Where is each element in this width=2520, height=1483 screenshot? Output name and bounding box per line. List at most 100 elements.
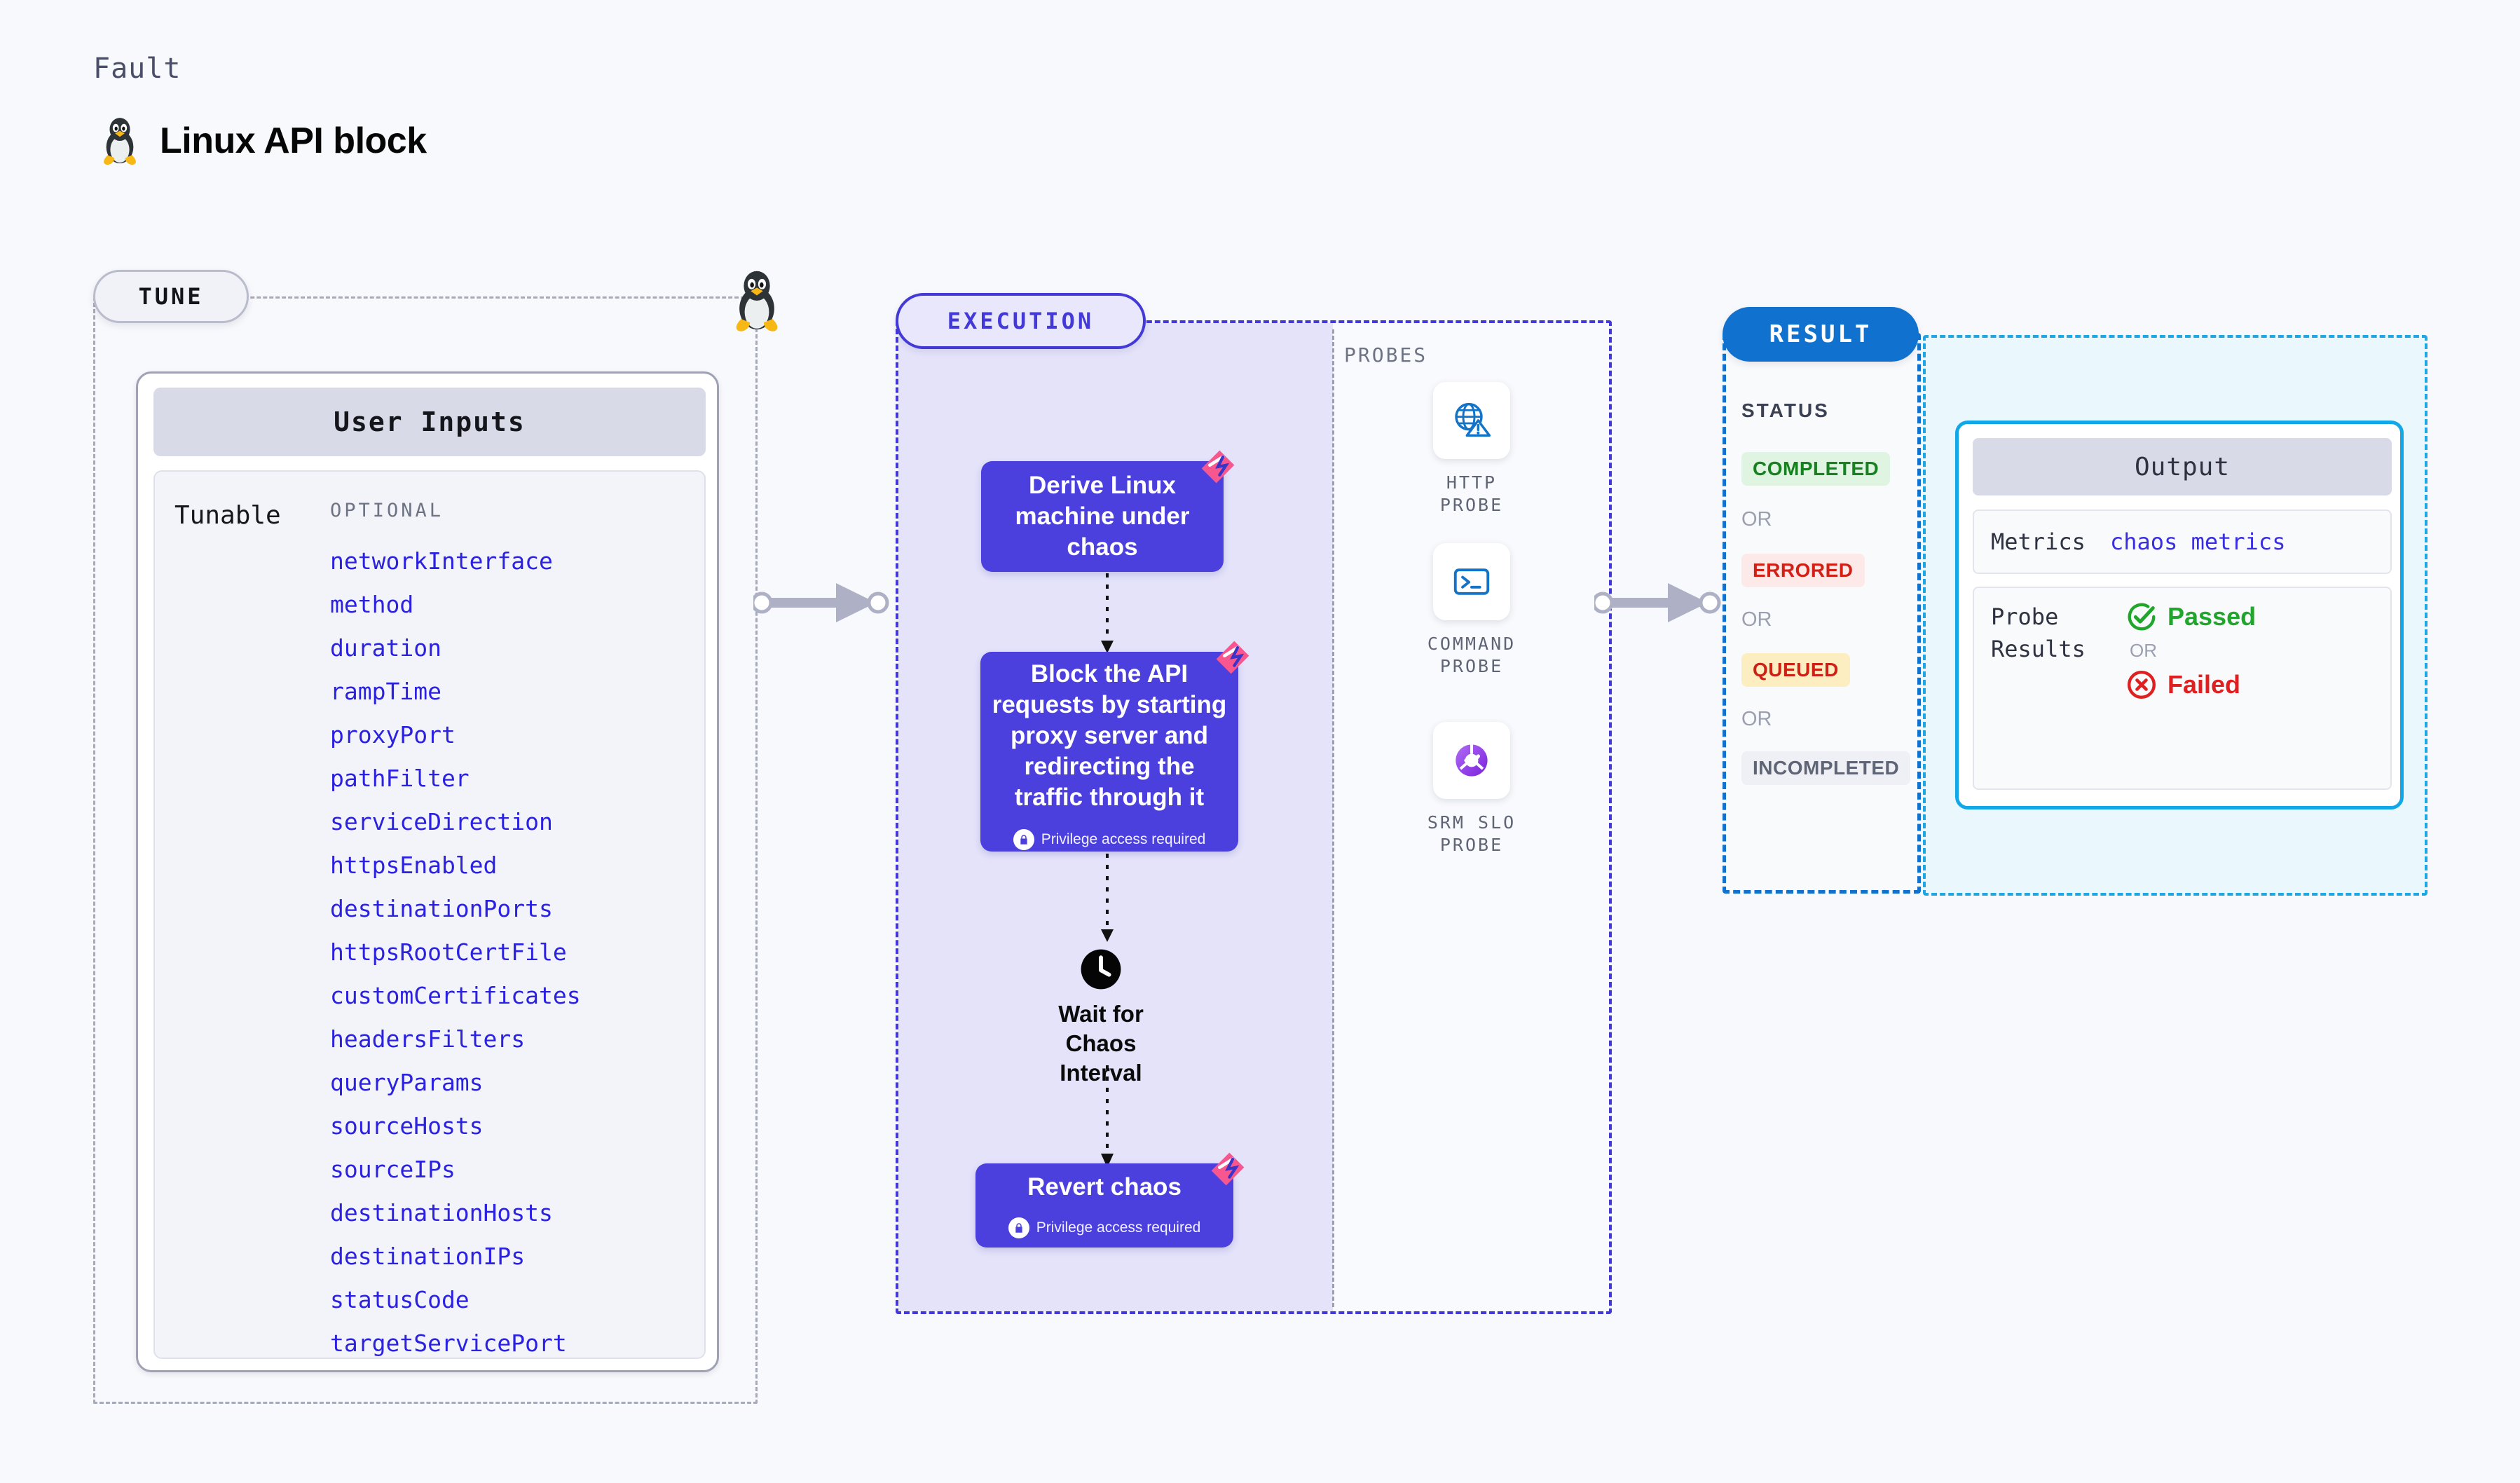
status-or-2: OR <box>1741 608 1772 631</box>
output-card: Output Metrics chaos metrics Probe Resul… <box>1955 421 2404 809</box>
tunable-param[interactable]: method <box>330 591 414 618</box>
harness-triangle-icon <box>1211 1152 1245 1186</box>
tunable-param[interactable]: destinationPorts <box>330 895 553 922</box>
connector-tune-to-execution <box>753 583 889 622</box>
tunable-param[interactable]: rampTime <box>330 678 441 705</box>
status-or-1: OR <box>1741 508 1772 531</box>
tunable-param[interactable]: statusCode <box>330 1286 470 1313</box>
probe-srm-slo[interactable]: SRM SLO PROBE <box>1412 722 1531 856</box>
tunable-param[interactable]: networkInterface <box>330 547 553 575</box>
tunable-param[interactable]: duration <box>330 634 441 662</box>
step-text: Derive Linux machine under chaos <box>1015 472 1190 561</box>
probe-tile <box>1433 543 1510 620</box>
failed-label: Failed <box>2168 670 2241 699</box>
terminal-icon <box>1453 568 1490 595</box>
check-circle-icon <box>2128 603 2156 631</box>
tunable-param[interactable]: queryParams <box>330 1069 484 1096</box>
status-label: INCOMPLETED <box>1753 757 1900 779</box>
tunable-param[interactable]: httpsRootCertFile <box>330 938 567 966</box>
result-panel-boundary <box>1723 333 1921 894</box>
tunable-param[interactable]: targetServicePort <box>330 1330 567 1357</box>
probe-label: COMMAND PROBE <box>1427 634 1516 676</box>
status-label: COMPLETED <box>1753 458 1879 479</box>
linux-penguin-icon <box>104 118 136 165</box>
execution-panel-boundary <box>896 320 1612 1314</box>
tune-stage-pill[interactable]: TUNE <box>93 270 249 323</box>
tunable-param[interactable]: pathFilter <box>330 765 470 792</box>
tunable-param[interactable]: proxyPort <box>330 721 456 749</box>
probes-section-title: PROBES <box>1344 343 1428 367</box>
lock-icon <box>1008 1217 1029 1238</box>
flow-arrow-1 <box>1101 573 1114 653</box>
passed-label: Passed <box>2168 602 2257 631</box>
flow-arrow-3 <box>1101 1065 1114 1168</box>
harness-triangle-icon <box>1216 641 1249 674</box>
probe-command[interactable]: COMMAND PROBE <box>1412 543 1531 678</box>
execution-step-block-api[interactable]: Block the API requests by starting proxy… <box>980 641 1249 852</box>
execution-step-revert-chaos[interactable]: Revert chaos Privilege access required <box>975 1152 1245 1248</box>
harness-triangle-icon <box>1201 450 1235 484</box>
privilege-text: Privilege access required <box>1041 831 1206 847</box>
user-inputs-card: User Inputs Tunable OPTIONAL networkInte… <box>136 371 719 1372</box>
status-section-title: STATUS <box>1741 399 1830 421</box>
output-card-title: Output <box>1973 438 2392 496</box>
page-title-row: Linux API block <box>98 116 427 166</box>
x-circle-icon <box>2127 670 2156 699</box>
privilege-text: Privilege access required <box>1036 1219 1201 1236</box>
page-eyebrow: Fault <box>93 53 182 85</box>
tunable-param[interactable]: httpsEnabled <box>330 852 498 879</box>
step-text: Block the API requests by starting proxy… <box>992 660 1227 811</box>
probe-results-key-line1: Probe <box>1991 603 2059 630</box>
execution-step-derive-machine[interactable]: Derive Linux machine under chaos <box>981 450 1235 572</box>
clock-icon <box>1081 949 1121 990</box>
probe-results-key-line2: Results <box>1991 636 2086 662</box>
status-badge-incompleted: INCOMPLETED <box>1741 751 1911 785</box>
lock-icon <box>1013 828 1034 850</box>
optional-params-column: OPTIONAL networkInterface method duration r… <box>330 472 704 1358</box>
metrics-value: chaos metrics <box>2110 528 2286 555</box>
connector-execution-to-result <box>1594 583 1721 622</box>
tunable-param[interactable]: customCertificates <box>330 982 581 1009</box>
output-row-probe-results: Probe Results Passed OR Fai <box>1973 587 2392 790</box>
step-text: Revert chaos <box>1027 1173 1182 1201</box>
metrics-key: Metrics <box>1991 528 2086 555</box>
user-inputs-title: User Inputs <box>153 388 706 456</box>
linux-penguin-icon <box>736 271 778 332</box>
user-inputs-body: Tunable OPTIONAL networkInterface method d… <box>153 470 706 1359</box>
execution-stage-pill[interactable]: EXECUTION <box>896 293 1146 349</box>
tune-panel-boundary <box>93 296 758 1404</box>
probe-http[interactable]: HTTP PROBE <box>1412 382 1531 517</box>
optional-group-label: OPTIONAL <box>330 500 444 521</box>
tunable-param-list: networkInterface method duration rampTime pr… <box>330 540 704 1365</box>
globe-warning-icon <box>1455 402 1491 437</box>
execution-wait-node: Wait for Chaos Interval <box>1027 948 1175 1088</box>
output-row-metrics: Metrics chaos metrics <box>1973 510 2392 574</box>
wait-node-label: Wait for Chaos Interval <box>1058 1001 1144 1086</box>
tunable-param[interactable]: serviceDirection <box>330 808 553 835</box>
tunable-param[interactable]: destinationHosts <box>330 1199 553 1226</box>
status-badge-queued: QUEUED <box>1741 653 1850 687</box>
probe-results-values: Passed OR Failed <box>2110 601 2256 776</box>
tunable-param[interactable]: sourceIPs <box>330 1156 456 1183</box>
result-stage-pill[interactable]: RESULT <box>1723 307 1919 362</box>
status-label: ERRORED <box>1753 559 1854 581</box>
tunable-param[interactable]: sourceHosts <box>330 1112 484 1140</box>
probe-results-key: Probe Results <box>1991 601 2110 776</box>
status-badge-completed: COMPLETED <box>1741 452 1891 486</box>
privilege-required-badge: Privilege access required <box>1008 1213 1201 1243</box>
probes-panel-fill <box>1333 323 1609 1311</box>
status-or-3: OR <box>1741 708 1772 730</box>
tunable-param[interactable]: destinationIPs <box>330 1243 526 1270</box>
probe-tile <box>1433 382 1510 459</box>
status-label: QUEUED <box>1753 659 1839 681</box>
tunable-row-label: Tunable <box>174 501 281 530</box>
probe-result-or: OR <box>2130 640 2157 661</box>
page-title: Linux API block <box>160 121 427 161</box>
probes-divider <box>1332 329 1334 1307</box>
probe-result-failed: Failed <box>2125 669 2256 701</box>
tunable-param[interactable]: headersFilters <box>330 1025 526 1053</box>
flow-arrow-2 <box>1101 854 1114 942</box>
probe-result-passed: Passed <box>2125 601 2256 633</box>
probe-label: HTTP PROBE <box>1439 472 1504 515</box>
